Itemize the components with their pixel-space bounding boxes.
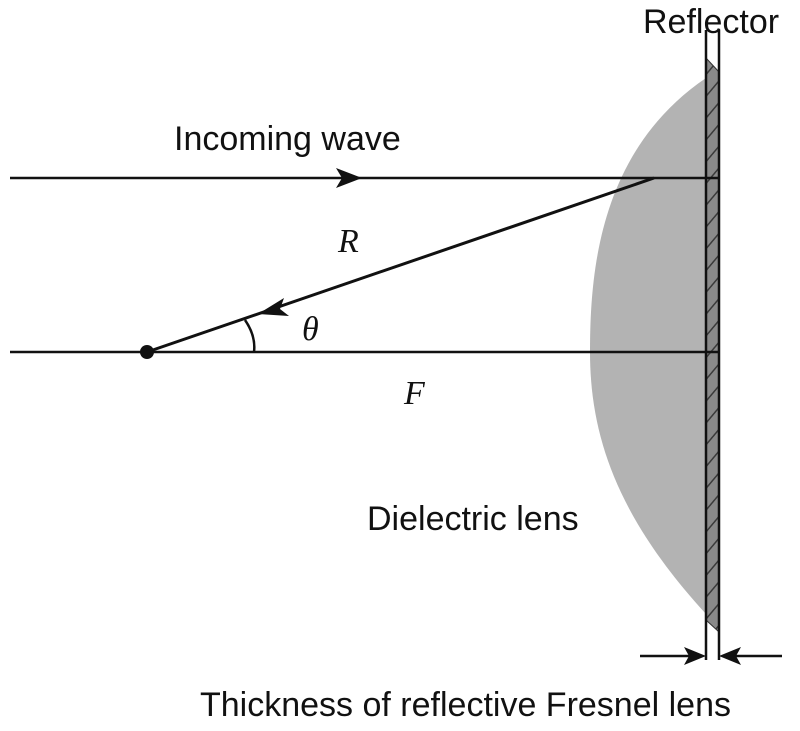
angle-arc xyxy=(243,319,256,353)
incoming-wave-arrowhead xyxy=(336,168,362,188)
focal-length-label: F xyxy=(403,375,426,412)
radius-label: R xyxy=(337,223,359,260)
reflected-ray-line xyxy=(146,176,655,354)
dielectric-lens-label: Dielectric lens xyxy=(367,500,579,538)
incoming-wave-label: Incoming wave xyxy=(174,120,401,158)
dielectric-lens-shape xyxy=(590,78,706,614)
thickness-arrow-right-head xyxy=(719,647,741,665)
thickness-label: Thickness of reflective Fresnel lens xyxy=(200,686,731,724)
fresnel-lens-strip xyxy=(705,56,720,634)
reflector-label: Reflector xyxy=(643,3,779,41)
angle-label: θ xyxy=(302,311,319,348)
reflected-ray-arrowhead xyxy=(258,298,289,316)
thickness-arrow-left-head xyxy=(684,647,706,665)
